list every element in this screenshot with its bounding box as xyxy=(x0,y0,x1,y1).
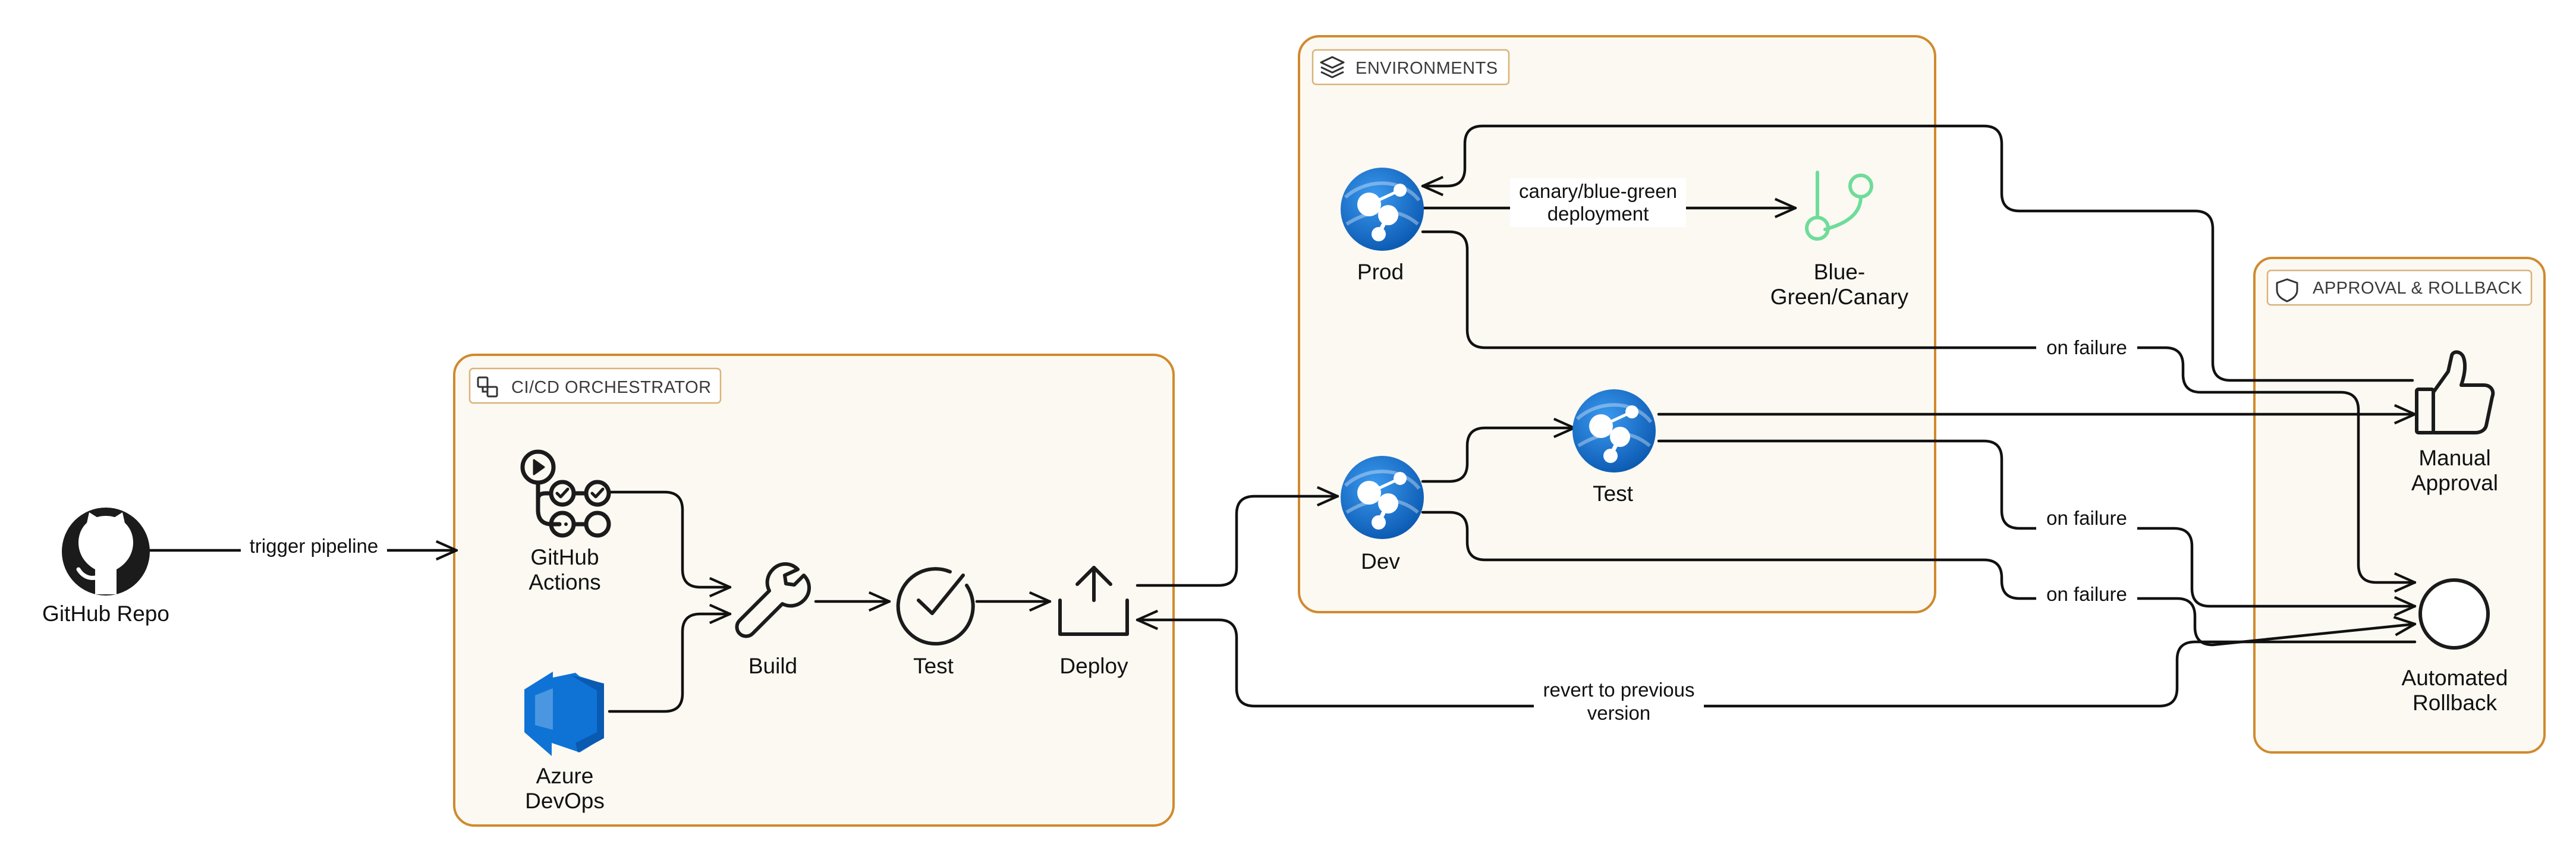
node-label-line1: Manual xyxy=(2418,446,2490,470)
node-deploy[interactable]: Deploy xyxy=(1058,566,1129,678)
node-label: Build xyxy=(748,654,797,678)
edge-deploy-dev xyxy=(1136,496,1339,587)
edge-prod-rollback xyxy=(1421,230,2417,582)
node-label-line1: Automated xyxy=(2402,666,2508,690)
group-label-environments: ENVIRONMENTS xyxy=(1355,59,1498,78)
node-label-line1: Blue- xyxy=(1814,260,1865,284)
node-label: Prod xyxy=(1357,260,1404,284)
upload-icon xyxy=(1058,566,1129,636)
edge-label-canary-2: deployment xyxy=(1548,203,1649,225)
node-dev[interactable]: Dev xyxy=(1341,456,1424,574)
edge-label-trigger: trigger pipeline xyxy=(250,535,378,557)
edge-label-revert-1: revert to previous xyxy=(1543,679,1695,701)
edge-labels: trigger pipeline canary/blue-green deplo… xyxy=(241,178,2137,727)
node-label: Test xyxy=(913,654,954,678)
edge-devops-build xyxy=(608,614,732,713)
node-build[interactable]: Build xyxy=(735,562,811,678)
edge-label-canary-1: canary/blue-green xyxy=(1519,180,1677,202)
shield-icon xyxy=(2276,278,2298,303)
node-blue-green[interactable]: Blue- Green/Canary xyxy=(1770,171,1909,309)
node-label-line2: Rollback xyxy=(2413,691,2497,715)
azure-app-service-icon xyxy=(1341,168,1424,251)
wrench-icon xyxy=(735,562,811,638)
github-actions-icon xyxy=(520,449,611,538)
node-azure-devops[interactable]: Azure DevOps xyxy=(524,672,605,813)
edge-label-prod-failure: on failure xyxy=(2046,336,2127,358)
check-circle-icon xyxy=(896,567,975,646)
node-prod[interactable]: Prod xyxy=(1341,168,1424,284)
node-label-line2: Approval xyxy=(2411,471,2498,495)
node-github-actions[interactable]: GitHub Actions xyxy=(520,449,611,594)
node-label: GitHub Repo xyxy=(42,601,169,626)
node-github-repo[interactable]: GitHub Repo xyxy=(42,508,169,626)
azure-app-service-icon xyxy=(1341,456,1424,539)
node-label-line2: Actions xyxy=(529,570,600,594)
git-branch-icon xyxy=(1805,171,1873,241)
node-test-stage[interactable]: Test xyxy=(896,567,975,678)
edges xyxy=(146,124,2417,713)
layers-icon xyxy=(1320,56,1345,78)
node-label: Deploy xyxy=(1059,654,1128,678)
node-label-line1: GitHub xyxy=(530,545,599,569)
node-label-line2: Green/Canary xyxy=(1770,285,1909,309)
azure-devops-icon xyxy=(524,672,604,756)
node-label: Test xyxy=(1593,481,1634,506)
github-icon xyxy=(62,508,150,596)
circle-icon xyxy=(2418,578,2490,650)
group-environments: ENVIRONMENTS xyxy=(1298,35,1936,613)
node-automated-rollback[interactable]: Automated Rollback xyxy=(2402,578,2508,715)
node-label-line1: Azure xyxy=(536,764,594,788)
edge-dev-test xyxy=(1421,428,1576,483)
edge-dev-rollback xyxy=(1421,511,2415,647)
edge-actions-build xyxy=(609,490,732,587)
group-cicd-orchestrator: CI/CD ORCHESTRATOR xyxy=(453,354,1175,827)
edge-label-revert-2: version xyxy=(1587,702,1650,724)
group-label-orchestrator: CI/CD ORCHESTRATOR xyxy=(511,378,712,397)
node-manual-approval[interactable]: Manual Approval xyxy=(2411,350,2498,495)
orchestrator-icon xyxy=(477,376,498,398)
group-label-approval: APPROVAL & ROLLBACK xyxy=(2313,279,2522,298)
edge-approval-prod xyxy=(1421,124,2414,382)
node-env-test[interactable]: Test xyxy=(1572,389,1656,506)
azure-app-service-icon xyxy=(1572,389,1656,472)
edge-revert xyxy=(1136,620,2417,708)
edge-label-dev-failure: on failure xyxy=(2046,583,2127,605)
thumbs-up-icon xyxy=(2415,350,2495,434)
edge-label-test-failure: on failure xyxy=(2046,507,2127,529)
node-label-line2: DevOps xyxy=(525,789,605,813)
node-label: Dev xyxy=(1361,549,1400,574)
